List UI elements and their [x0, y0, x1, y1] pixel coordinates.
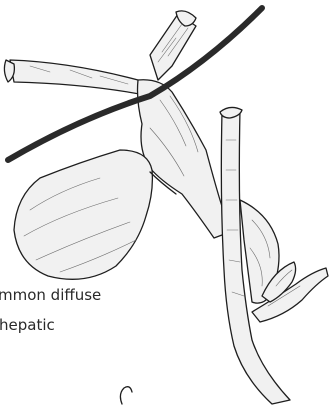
left-hepatic-duct	[4, 60, 150, 96]
label-line-1: mmon diffuse	[0, 288, 101, 303]
cystic-junction	[138, 80, 231, 238]
gallbladder	[14, 150, 176, 279]
hook-mark	[120, 387, 132, 404]
label-line-2: hepatic	[0, 318, 55, 333]
